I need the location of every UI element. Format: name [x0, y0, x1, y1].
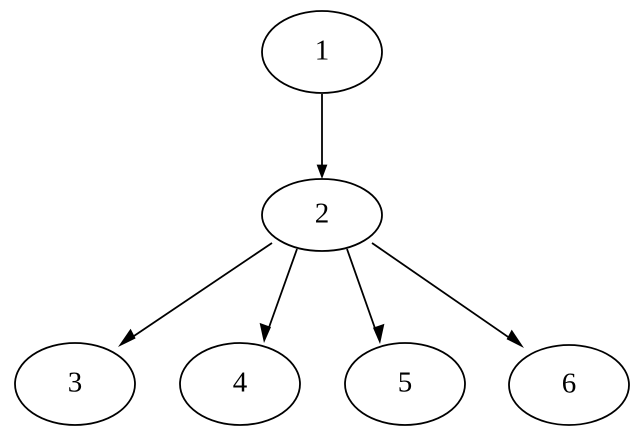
node-label-5: 5 [398, 367, 413, 399]
node-ellipse-2[interactable] [261, 178, 383, 252]
node-ellipse-3[interactable] [14, 342, 136, 426]
node-label-2: 2 [315, 198, 330, 230]
edge-layer [118, 94, 524, 348]
edge-1-to-2 [316, 94, 328, 179]
edge-line-2-5 [346, 248, 378, 335]
graph-node-4[interactable]: 4 [179, 342, 301, 426]
edge-2-to-5 [346, 248, 385, 344]
node-label-6: 6 [562, 368, 577, 400]
graph-node-3[interactable]: 3 [14, 342, 136, 426]
node-label-3: 3 [68, 367, 83, 399]
node-ellipse-1[interactable] [261, 10, 383, 94]
edge-2-to-6 [371, 242, 524, 348]
arrowhead-2-3 [118, 328, 136, 347]
arrowhead-2-4 [259, 322, 271, 343]
graph-node-5[interactable]: 5 [344, 342, 466, 426]
node-label-4: 4 [233, 367, 248, 399]
node-layer: 1 2 3 4 5 6 [14, 10, 630, 426]
graph-node-1[interactable]: 1 [261, 10, 383, 94]
node-ellipse-5[interactable] [344, 342, 466, 426]
node-label-1: 1 [315, 35, 330, 67]
arrowhead-2-5 [373, 323, 385, 344]
arrowhead-1-2 [316, 164, 328, 179]
node-ellipse-6[interactable] [508, 344, 630, 426]
node-ellipse-4[interactable] [179, 342, 301, 426]
graph-node-2[interactable]: 2 [261, 178, 383, 252]
graph-node-6[interactable]: 6 [508, 344, 630, 426]
edge-line-2-3 [127, 242, 273, 341]
edge-2-to-4 [259, 248, 298, 343]
edge-line-2-6 [371, 242, 515, 342]
edge-2-to-3 [118, 242, 273, 347]
arrowhead-2-6 [506, 329, 524, 348]
edge-line-2-4 [266, 248, 298, 334]
